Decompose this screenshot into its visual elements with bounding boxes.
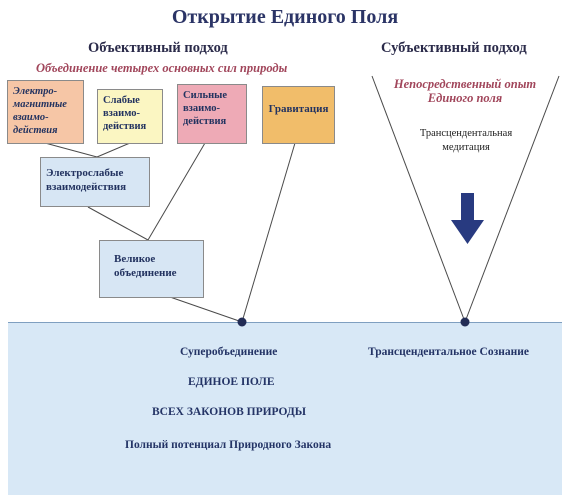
line-weak-to-electroweak: [96, 142, 131, 158]
objective-subheading: Объединение четырех основных сил природы: [36, 61, 288, 75]
line-grand-to-superunification: [169, 296, 243, 323]
page-title: Открытие Единого Поля: [171, 6, 399, 28]
box-electromagnetic: Электро-магнитные взаимо-действия: [7, 80, 84, 144]
superunification-label: Суперобъединение: [180, 346, 278, 358]
unified-field-label: ЕДИНОЕ ПОЛЕ: [188, 376, 275, 388]
down-arrow-icon: [451, 193, 484, 244]
subjective-subheading-line1: Непосредственный опыт: [393, 77, 537, 91]
unified-field-area: [8, 322, 562, 495]
box-grand-unification: Великое объединение: [99, 240, 204, 298]
meditation-line1: Трансцендентальная: [419, 128, 513, 139]
all-laws-label: ВСЕХ ЗАКОНОВ ПРИРОДЫ: [152, 406, 307, 418]
meditation-label: Трансцендентальная медитация: [370, 127, 562, 154]
box-strong: Сильные взаимо-действия: [177, 84, 247, 144]
line-gravity-to-superunification: [241, 142, 296, 323]
objective-heading: Объективный подход: [88, 40, 228, 56]
line-v-left: [371, 75, 466, 323]
box-electroweak: Электрослабые взаимодействия: [40, 157, 150, 207]
subjective-subheading-line2: Единого поля: [427, 91, 503, 106]
line-em-to-electroweak: [44, 142, 98, 158]
meditation-line2: медитация: [442, 141, 490, 153]
box-weak: Слабые взаимо-действия: [97, 89, 163, 144]
subjective-heading: Субъективный подход: [381, 40, 527, 56]
line-strong-to-grand: [147, 142, 206, 241]
transcendental-consciousness-label: Трансцендентальное Сознание: [368, 346, 529, 358]
line-v-right: [464, 75, 560, 323]
line-electroweak-to-grand: [87, 206, 149, 241]
box-gravity: Гравитация: [262, 86, 335, 144]
superunification-dot: [237, 317, 247, 327]
full-potential-label: Полный потенциал Природного Закона: [125, 439, 332, 451]
subjective-subheading: Непосредственный опыт Единого поля: [360, 77, 570, 106]
transcendental-dot: [460, 317, 470, 327]
